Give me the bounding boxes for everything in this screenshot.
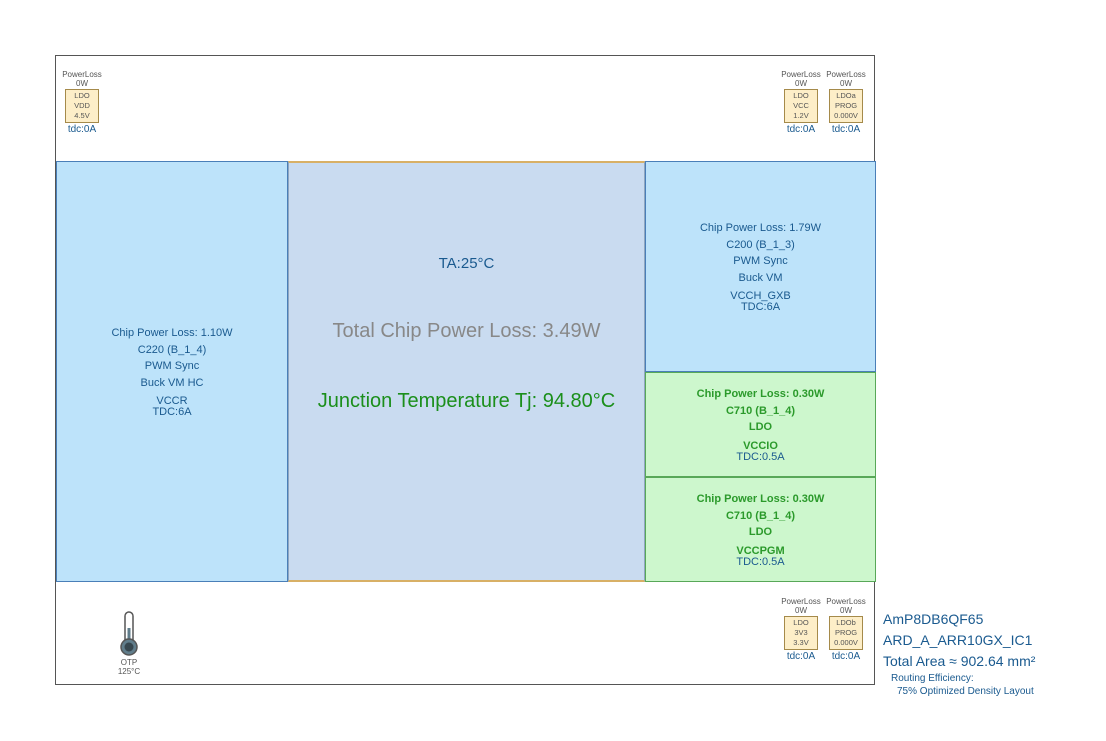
vccr-part: C220 (B_1_4) <box>137 343 207 356</box>
ldo-3v3-box: LDO 3V3 3.3V <box>784 616 818 650</box>
ldo-vdd-powerloss-label: PowerLoss <box>62 70 102 79</box>
vccio-tdc: TDC:0.5A <box>736 450 785 463</box>
vccr-rail: VCCR <box>156 395 188 407</box>
vcch-gxb-part: C200 (B_1_3) <box>726 238 795 251</box>
ldo-prog-b-powerloss-value: 0W <box>840 606 852 615</box>
ldo-vcc-type: LDO <box>793 91 809 100</box>
vccio-topology: LDO <box>748 421 773 434</box>
ldo-vdd-voltage: 4.5V <box>74 111 90 120</box>
ldo-vcc-rail: VCC <box>793 101 809 110</box>
ldo-prog-b-rail: PROG <box>834 628 858 637</box>
ldo-vdd-tdc: tdc:0A <box>67 124 97 135</box>
ldo-vcc-powerloss-value: 0W <box>795 79 807 88</box>
routing-efficiency-label: Routing Efficiency: <box>891 673 974 684</box>
ldo-prog-a-type: LDOa <box>836 91 856 100</box>
ldo-prog-b[interactable]: PowerLoss 0W LDOb PROG 0.000V tdc:0A <box>823 597 869 663</box>
total-chip-power-loss: Total Chip Power Loss: 3.49W <box>332 320 601 342</box>
ldo-vcc-tdc: tdc:0A <box>786 124 816 135</box>
thermometer-icon <box>120 611 138 656</box>
vcch-gxb-tdc: TDC:6A <box>740 301 781 313</box>
ldo-3v3-powerloss-value: 0W <box>795 606 807 615</box>
vccpgm-tdc: TDC:0.5A <box>736 555 785 568</box>
vccr-tdc: TDC:6A <box>152 406 192 418</box>
otp-label: OTP <box>120 658 138 667</box>
ldo-vcc-voltage: 1.2V <box>793 111 809 120</box>
pcb-board: PowerLoss 0W LDO VDD 4.5V tdc:0A PowerLo… <box>55 55 876 685</box>
ldo-prog-a-voltage: 0.000V <box>834 111 858 120</box>
ldo-vcc-powerloss-label: PowerLoss <box>781 70 821 79</box>
vcch-gxb-rail: VCCH_GXB <box>730 290 791 302</box>
regulator-vccpgm[interactable]: Chip Power Loss: 0.30W C710 (B_1_4) LDO … <box>645 477 876 582</box>
design-name: ARD_A_ARR10GX_IC1 <box>883 632 1033 648</box>
routing-efficiency-value: 75% Optimized Density Layout <box>897 686 1034 697</box>
vccpgm-topology: LDO <box>748 526 773 539</box>
ldo-3v3-type: LDO <box>793 618 809 627</box>
regulator-vccio[interactable]: Chip Power Loss: 0.30W C710 (B_1_4) LDO … <box>645 372 876 477</box>
vcch-gxb-mode: PWM Sync <box>733 255 788 267</box>
vcch-gxb-loss: Chip Power Loss: 1.79W <box>699 222 822 234</box>
ldo-prog-b-tdc: tdc:0A <box>831 651 861 662</box>
ldo-vdd[interactable]: PowerLoss 0W LDO VDD 4.5V tdc:0A <box>59 70 105 136</box>
part-number: AmP8DB6QF65 <box>883 611 984 627</box>
ldo-prog-b-box: LDOb PROG 0.000V <box>829 616 863 650</box>
vccio-loss: Chip Power Loss: 0.30W <box>696 388 825 401</box>
vccr-loss: Chip Power Loss: 1.10W <box>111 327 233 339</box>
total-area: Total Area ≈ 902.64 mm² <box>883 653 1036 669</box>
vccr-topology: Buck VM HC <box>140 376 204 389</box>
ambient-temperature: TA:25°C <box>438 255 495 272</box>
ldo-prog-b-voltage: 0.000V <box>834 638 858 647</box>
ldo-vdd-powerloss-value: 0W <box>76 79 88 88</box>
chip-summary: TA:25°C Total Chip Power Loss: 3.49W Jun… <box>288 161 645 582</box>
vccpgm-loss: Chip Power Loss: 0.30W <box>696 493 825 506</box>
ldo-vdd-type: LDO <box>74 91 90 100</box>
vccpgm-part: C710 (B_1_4) <box>725 509 796 522</box>
vccpgm-rail: VCCPGM <box>736 544 785 557</box>
ldo-prog-a-powerloss-value: 0W <box>840 79 852 88</box>
ldo-vcc-box: LDO VCC 1.2V <box>784 89 818 123</box>
vcch-gxb-topology: Buck VM <box>738 271 783 284</box>
vccr-mode: PWM Sync <box>144 360 200 372</box>
ldo-3v3-rail: 3V3 <box>794 628 808 637</box>
ldo-vcc[interactable]: PowerLoss 0W LDO VCC 1.2V tdc:0A <box>778 70 824 136</box>
ldo-prog-a-powerloss-label: PowerLoss <box>826 70 866 79</box>
ldo-vdd-rail: VDD <box>74 101 90 110</box>
otp-temperature: 125°C <box>117 667 141 676</box>
ldo-prog-a[interactable]: PowerLoss 0W LDOa PROG 0.000V tdc:0A <box>823 70 869 136</box>
ldo-prog-a-box: LDOa PROG 0.000V <box>829 89 863 123</box>
ldo-prog-a-tdc: tdc:0A <box>831 124 861 135</box>
regulator-vcch-gxb[interactable]: Chip Power Loss: 1.79W C200 (B_1_3) PWM … <box>645 161 876 372</box>
ldo-prog-a-rail: PROG <box>834 101 858 110</box>
vccio-part: C710 (B_1_4) <box>725 404 796 417</box>
ldo-prog-b-powerloss-label: PowerLoss <box>826 597 866 606</box>
ldo-3v3-tdc: tdc:0A <box>786 651 816 662</box>
ldo-3v3[interactable]: PowerLoss 0W LDO 3V3 3.3V tdc:0A <box>778 597 824 663</box>
design-info: AmP8DB6QF65 ARD_A_ARR10GX_IC1 Total Area… <box>883 609 1035 698</box>
junction-temperature: Junction Temperature Tj: 94.80°C <box>317 390 616 412</box>
vccio-rail: VCCIO <box>743 439 778 452</box>
ldo-3v3-powerloss-label: PowerLoss <box>781 597 821 606</box>
ldo-prog-b-type: LDOb <box>836 618 856 627</box>
ldo-vdd-box: LDO VDD 4.5V <box>65 89 99 123</box>
ldo-3v3-voltage: 3.3V <box>793 638 809 647</box>
otp-sensor[interactable]: OTP 125°C <box>108 610 150 676</box>
regulator-vccr[interactable]: Chip Power Loss: 1.10W C220 (B_1_4) PWM … <box>56 161 288 582</box>
